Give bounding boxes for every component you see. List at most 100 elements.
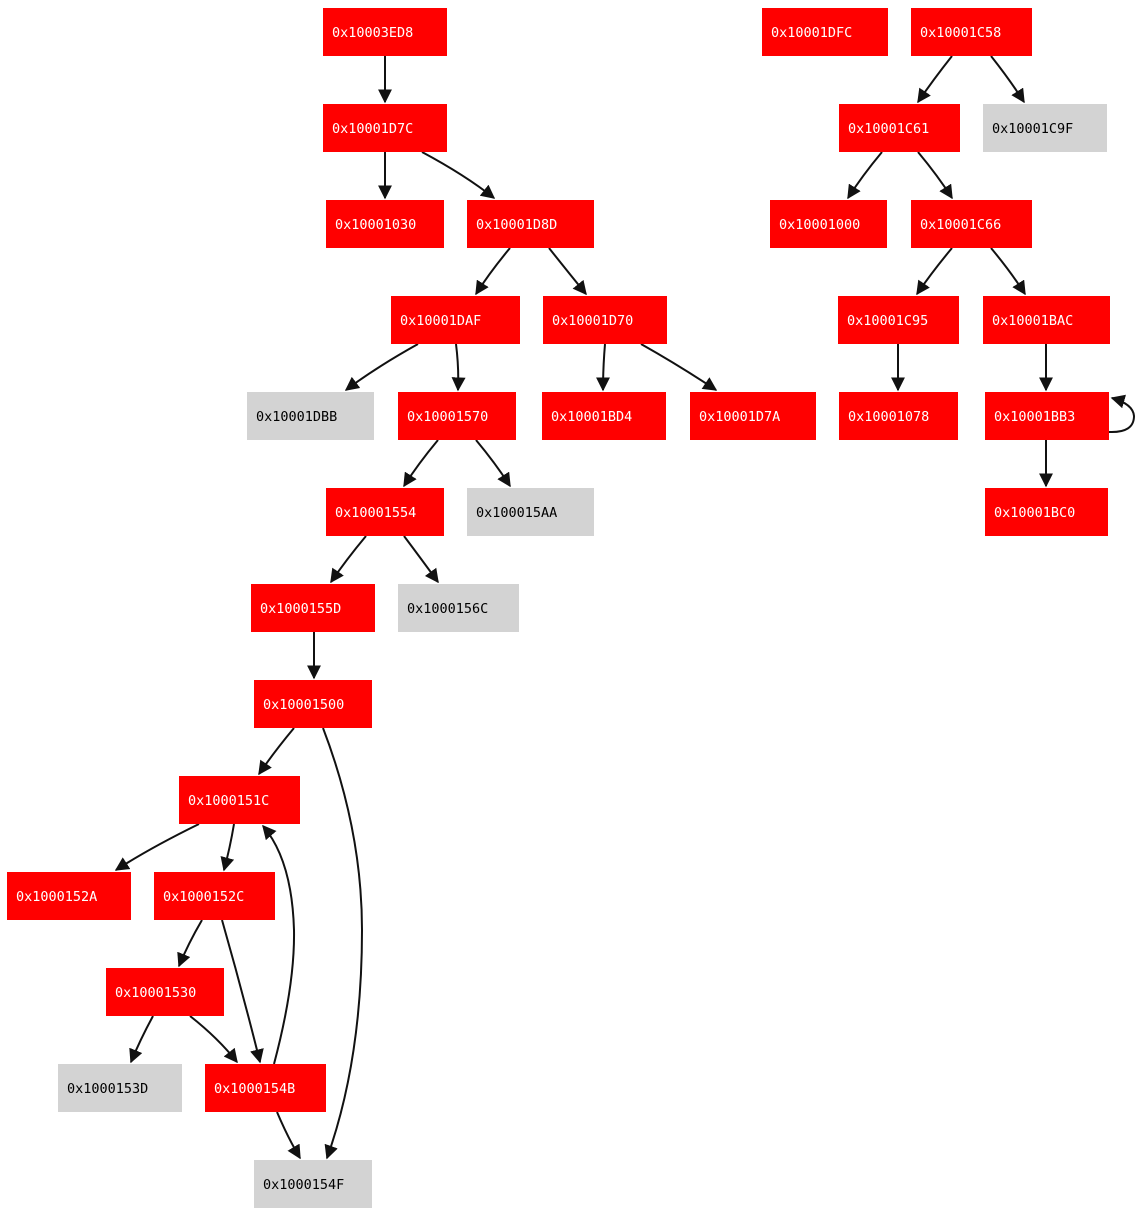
node-box bbox=[323, 104, 447, 152]
node-box bbox=[254, 1160, 372, 1208]
node-label: 0x10001DBB bbox=[256, 409, 337, 425]
node-box bbox=[467, 200, 594, 248]
edge-n151C-to-n152A bbox=[114, 823, 200, 871]
graph-node-0x1000154b[interactable]: 0x1000154B bbox=[205, 1064, 326, 1112]
edge-n1C66-to-n1BAC bbox=[990, 247, 1026, 296]
edge-n1DAF-to-n1DBB bbox=[344, 343, 419, 391]
node-label: 0x10001C66 bbox=[920, 217, 1001, 233]
node-box bbox=[467, 488, 594, 536]
node-label: 0x1000154F bbox=[263, 1177, 344, 1193]
node-label: 0x10001D70 bbox=[552, 313, 633, 329]
edge-n1554-to-n156C bbox=[403, 535, 439, 584]
node-label: 0x10001078 bbox=[848, 409, 929, 425]
node-label: 0x1000154B bbox=[214, 1081, 295, 1097]
node-box bbox=[323, 8, 447, 56]
graph-node-0x10001bd4[interactable]: 0x10001BD4 bbox=[542, 392, 666, 440]
node-label: 0x10001BAC bbox=[992, 313, 1073, 329]
edge-n152C-to-n154B bbox=[221, 919, 264, 1064]
node-label: 0x10001C58 bbox=[920, 25, 1001, 41]
graph-node-0x1000155d[interactable]: 0x1000155D bbox=[251, 584, 375, 632]
node-label: 0x1000156C bbox=[407, 601, 488, 617]
graph-node-0x10001bac[interactable]: 0x10001BAC bbox=[983, 296, 1110, 344]
graph-node-0x10001d7c[interactable]: 0x10001D7C bbox=[323, 104, 447, 152]
node-box bbox=[398, 392, 516, 440]
graph-node-0x10001d8d[interactable]: 0x10001D8D bbox=[467, 200, 594, 248]
node-label: 0x10001D7C bbox=[332, 121, 413, 137]
graph-node-0x10001c9f[interactable]: 0x10001C9F bbox=[983, 104, 1107, 152]
node-label: 0x10001570 bbox=[407, 409, 488, 425]
node-label: 0x10001DFC bbox=[771, 25, 852, 41]
graph-node-0x10001554[interactable]: 0x10001554 bbox=[326, 488, 444, 536]
graph-node-0x1000151c[interactable]: 0x1000151C bbox=[179, 776, 300, 824]
node-box bbox=[985, 392, 1109, 440]
node-label: 0x10001000 bbox=[779, 217, 860, 233]
graph-node-0x10001530[interactable]: 0x10001530 bbox=[106, 968, 224, 1016]
edge-n1C58-to-n1C61 bbox=[917, 55, 953, 104]
node-box bbox=[762, 8, 888, 56]
graph-node-0x10001500[interactable]: 0x10001500 bbox=[254, 680, 372, 728]
edge-n1BB3-to-n1BB3 bbox=[1108, 394, 1136, 434]
node-box bbox=[205, 1064, 326, 1112]
edge-n1DAF-to-n1570 bbox=[451, 343, 466, 392]
node-box bbox=[251, 584, 375, 632]
node-box bbox=[398, 584, 519, 632]
node-box bbox=[7, 872, 131, 920]
edge-n1C61-to-n1000 bbox=[847, 151, 883, 200]
graph-node-0x1000152a[interactable]: 0x1000152A bbox=[7, 872, 131, 920]
edge-n154B-to-n154F bbox=[276, 1111, 301, 1160]
node-box bbox=[911, 200, 1032, 248]
edge-n152C-to-n1530 bbox=[177, 919, 203, 968]
edge-n1D8D-to-n1DAF bbox=[475, 247, 511, 296]
node-box bbox=[690, 392, 816, 440]
node-box bbox=[326, 488, 444, 536]
graph-node-0x10001c61[interactable]: 0x10001C61 bbox=[839, 104, 960, 152]
graph-node-0x10001000[interactable]: 0x10001000 bbox=[770, 200, 887, 248]
edge-n1570-to-n15AA bbox=[475, 439, 511, 488]
node-label: 0x10003ED8 bbox=[332, 25, 413, 41]
node-box bbox=[985, 488, 1108, 536]
node-label: 0x1000151C bbox=[188, 793, 269, 809]
graph-node-0x1000152c[interactable]: 0x1000152C bbox=[154, 872, 275, 920]
graph-node-0x10001d7a[interactable]: 0x10001D7A bbox=[690, 392, 816, 440]
graph-node-0x10001bb3[interactable]: 0x10001BB3 bbox=[985, 392, 1109, 440]
graph-node-0x10001030[interactable]: 0x10001030 bbox=[326, 200, 444, 248]
node-label: 0x1000153D bbox=[67, 1081, 148, 1097]
edge-n154B-to-n151C bbox=[262, 824, 296, 1065]
graph-node-0x100015aa[interactable]: 0x100015AA bbox=[467, 488, 594, 536]
node-box bbox=[838, 296, 959, 344]
graph-node-0x10001078[interactable]: 0x10001078 bbox=[839, 392, 958, 440]
graph-node-0x1000153d[interactable]: 0x1000153D bbox=[58, 1064, 182, 1112]
node-box bbox=[254, 680, 372, 728]
graph-node-0x10001daf[interactable]: 0x10001DAF bbox=[391, 296, 520, 344]
nodes-layer: 0x10003ED8 0x10001DFC 0x10001C58 0x10001D7C… bbox=[7, 8, 1110, 1208]
node-label: 0x10001BB3 bbox=[994, 409, 1075, 425]
node-label: 0x10001500 bbox=[263, 697, 344, 713]
graph-node-0x10001c95[interactable]: 0x10001C95 bbox=[838, 296, 959, 344]
node-box bbox=[983, 296, 1110, 344]
graph-node-0x10001c58[interactable]: 0x10001C58 bbox=[911, 8, 1032, 56]
edge-n151C-to-n152C bbox=[220, 823, 235, 872]
graph-node-0x1000154f[interactable]: 0x1000154F bbox=[254, 1160, 372, 1208]
node-box bbox=[106, 968, 224, 1016]
edge-n1D8D-to-n1D70 bbox=[548, 247, 587, 296]
node-label: 0x10001D8D bbox=[476, 217, 557, 233]
node-label: 0x10001530 bbox=[115, 985, 196, 1001]
node-box bbox=[770, 200, 887, 248]
graph-node-0x10001d70[interactable]: 0x10001D70 bbox=[543, 296, 667, 344]
node-label: 0x1000152C bbox=[163, 889, 244, 905]
graph-node-0x10001bc0[interactable]: 0x10001BC0 bbox=[985, 488, 1108, 536]
node-label: 0x10001C95 bbox=[847, 313, 928, 329]
graph-node-0x10001570[interactable]: 0x10001570 bbox=[398, 392, 516, 440]
node-label: 0x10001BC0 bbox=[994, 505, 1075, 521]
graph-node-0x10001dbb[interactable]: 0x10001DBB bbox=[247, 392, 374, 440]
node-box bbox=[542, 392, 666, 440]
edge-n1530-to-n153D bbox=[129, 1015, 154, 1064]
node-label: 0x10001BD4 bbox=[551, 409, 632, 425]
graph-node-0x10001dfc[interactable]: 0x10001DFC bbox=[762, 8, 888, 56]
graph-node-0x1000156c[interactable]: 0x1000156C bbox=[398, 584, 519, 632]
graph-node-0x10003ed8[interactable]: 0x10003ED8 bbox=[323, 8, 447, 56]
edge-n1500-to-n154F bbox=[322, 727, 364, 1160]
edge-n1D70-to-n1D7A bbox=[640, 343, 718, 391]
graph-node-0x10001c66[interactable]: 0x10001C66 bbox=[911, 200, 1032, 248]
